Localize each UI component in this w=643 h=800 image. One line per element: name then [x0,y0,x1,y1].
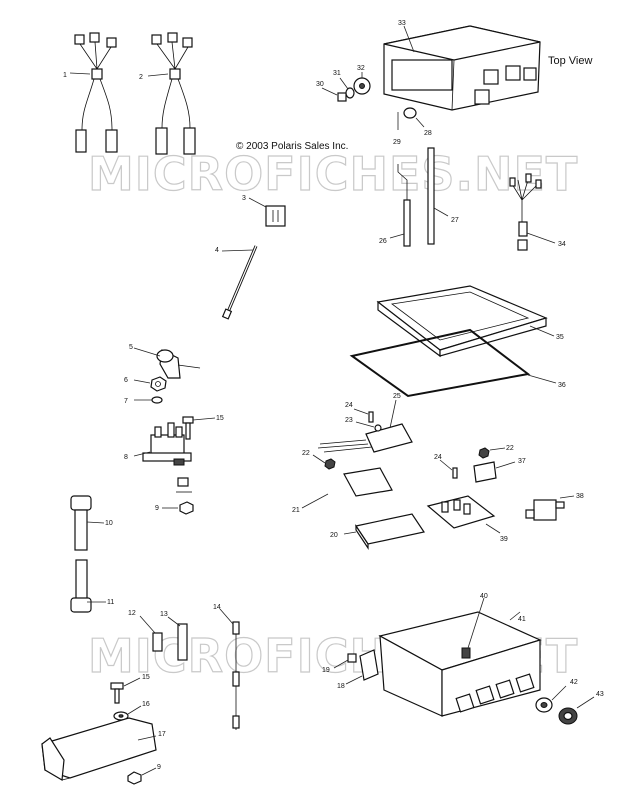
callout-11: 11 [107,599,114,606]
callout-33: 33 [398,20,406,27]
callout-28: 28 [424,130,432,137]
callout-25: 25 [393,393,401,400]
callout-36: 36 [558,382,566,389]
cable-tie-4 [221,245,258,320]
callout-24-right: 24 [434,454,442,461]
ecu-module-20 [343,513,425,550]
callout-17: 17 [158,731,166,738]
nut-9-upper [162,501,194,515]
callout-34: 34 [558,241,566,248]
callout-23: 23 [345,417,353,424]
callout-21: 21 [292,507,300,514]
terminal-boot-5 [133,347,201,379]
callout-26: 26 [379,238,387,245]
screw-24-left [353,408,374,423]
wire-lead-27 [427,147,449,245]
callout-39: 39 [500,536,508,543]
lid-seal-36 [349,328,557,398]
callout-14: 14 [213,604,221,611]
callout-35: 35 [556,334,564,341]
callout-27: 27 [451,217,459,224]
callout-6: 6 [124,377,128,384]
clip-19 [333,653,357,669]
callout-10: 10 [105,520,113,527]
cap-43 [558,696,595,725]
label-decal-3 [248,197,286,227]
callout-15-lower: 15 [142,674,150,681]
bolt-15-lower [110,677,141,704]
wire-lead-26 [389,164,411,247]
connector-32 [353,72,371,95]
callout-7: 7 [124,398,128,405]
callout-5: 5 [129,344,133,351]
nut-22-left [312,454,336,470]
wire-harness-34 [509,173,556,251]
callout-24-left: 24 [345,402,353,409]
fuse-box-top-view-33 [383,25,541,111]
callout-30: 30 [316,81,324,88]
washer-16 [113,705,142,721]
nut-22-right [478,447,506,459]
nut-9-lower [127,767,157,785]
screw-23 [355,421,382,432]
wiring-harness-1 [69,32,118,153]
callout-31: 31 [333,70,341,77]
callout-19: 19 [322,667,330,674]
battery-strap-10-11 [70,495,106,613]
clip-37 [473,461,516,483]
callout-42: 42 [570,679,578,686]
module-25 [317,399,413,453]
screw-30 [321,87,347,102]
callout-43: 43 [596,691,604,698]
callout-8: 8 [124,454,128,461]
plug-28 [403,107,425,128]
callout-4: 4 [215,247,219,254]
callout-18: 18 [337,683,345,690]
callout-38: 38 [576,493,584,500]
callout-2: 2 [139,74,143,81]
fuse-box-lid-35 [376,285,555,358]
top-view-label: Top View [548,55,592,67]
callout-37: 37 [518,458,526,465]
callout-12: 12 [128,610,136,617]
fuse-holder-13 [167,616,188,661]
bolt-15-upper [182,416,216,440]
callout-29: 29 [393,139,401,146]
fuse-wire-14 [219,608,240,730]
grommet-31 [339,77,355,99]
fuse-40 [461,597,485,659]
callout-15-upper: 15 [216,415,224,422]
callout-22-left: 22 [302,450,310,457]
callout-22-right: 22 [506,445,514,452]
relay-21 [301,467,393,509]
washer-7 [134,396,163,404]
callout-40: 40 [480,593,488,600]
callout-9-upper: 9 [155,505,159,512]
bracket-18 [345,649,379,685]
callout-labels: 1 2 3 4 5 6 7 8 9 10 11 12 13 14 15 15 1… [63,20,604,771]
copyright-text: © 2003 Polaris Sales Inc. [236,141,348,152]
terminal-block-39 [426,495,501,534]
callout-1: 1 [63,72,67,79]
callout-20: 20 [330,532,338,539]
callout-41: 41 [518,616,526,623]
callout-13: 13 [160,611,168,618]
fuse-12 [139,615,163,652]
grommet-42 [535,685,567,713]
mounting-bracket-17 [41,717,157,781]
callout-16: 16 [142,701,150,708]
relay-38 [525,495,575,521]
callout-3: 3 [242,195,246,202]
fuse-box-base-41 [378,611,542,717]
nut-6 [133,376,167,392]
wiring-harness-2 [147,32,196,155]
callout-9-lower: 9 [157,764,161,771]
solenoid-8 [133,422,192,493]
watermark-top: MICROFICHES.NET [88,147,578,201]
screw-24-right [439,459,458,479]
callout-32: 32 [357,65,365,72]
